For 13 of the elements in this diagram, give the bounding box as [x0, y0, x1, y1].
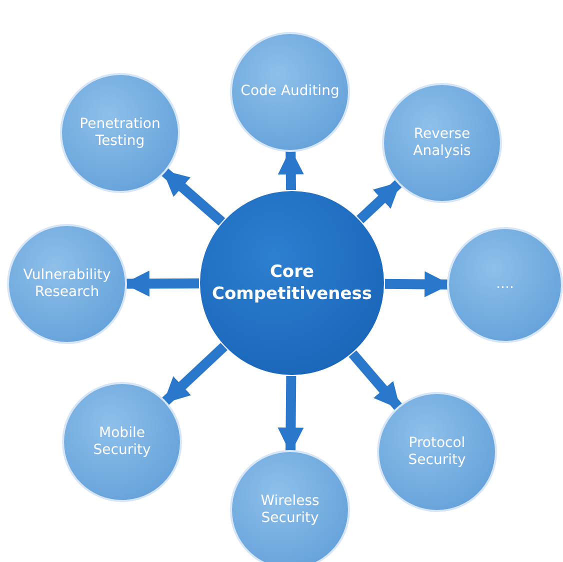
arrow [348, 350, 402, 410]
node-label: Penetration Testing [78, 116, 162, 150]
node-label: Protocol Security [407, 434, 467, 470]
node-label: Wireless Security [260, 492, 320, 528]
arrow [161, 168, 226, 226]
node-label: Vulnerability Research [22, 266, 112, 302]
node-label: Code Auditing [240, 83, 340, 101]
node-label: Reverse Analysis [412, 126, 472, 160]
node-label: .... [496, 276, 514, 294]
arrow [162, 342, 228, 406]
node-label: Mobile Security [92, 424, 152, 460]
arrow [356, 180, 402, 224]
node-label: Core Competitiveness [211, 260, 373, 306]
